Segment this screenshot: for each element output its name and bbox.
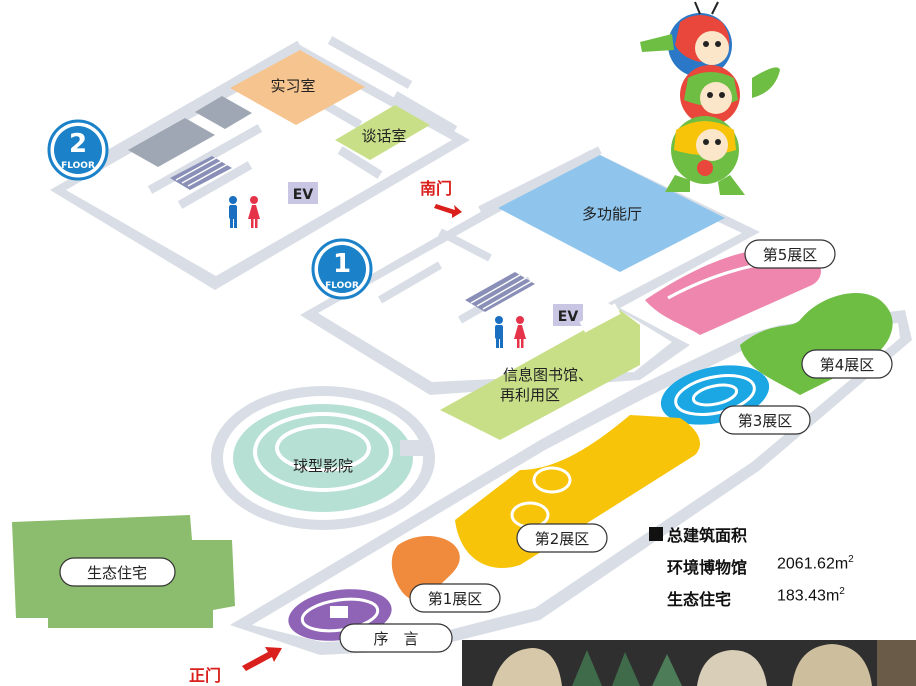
svg-text:第1展区: 第1展区 xyxy=(428,590,483,608)
stats-row-unit-sup: 2 xyxy=(839,586,845,597)
floor2-floor xyxy=(66,56,452,276)
preface-tag: 序 言 xyxy=(339,623,453,653)
eco-house-label: 生态住宅 xyxy=(87,564,147,582)
area-statistics: 总建筑面积 环境博物馆 2061.62m2 生态住宅 183.43m2 xyxy=(649,522,854,610)
library-label-line1: 信息图书馆、 xyxy=(503,366,593,384)
exhibit-zone-4 xyxy=(740,292,893,395)
multi-function-hall xyxy=(498,155,725,272)
floor1-badge-number: 1 xyxy=(333,249,351,279)
floor1-badge-word: FLOOR xyxy=(325,281,359,291)
floor1-restroom-icon xyxy=(495,316,526,348)
floor2-badge-number: 2 xyxy=(69,129,87,159)
floor1-stairs xyxy=(465,272,535,312)
main-gate-label: 正门 xyxy=(189,666,221,685)
svg-text:序 言: 序 言 xyxy=(373,630,418,648)
floor2-ev-label: EV xyxy=(293,187,314,203)
mascot-illustration xyxy=(640,1,780,195)
talk-room xyxy=(335,105,430,160)
stats-row-value: 183.43m xyxy=(777,587,840,605)
floor2-restroom-icon xyxy=(229,196,260,228)
floor2-badge: 2 FLOOR xyxy=(47,119,109,181)
main-gate-arrow-icon xyxy=(242,647,282,671)
dome-theater xyxy=(211,386,435,530)
floor2-badge-word: FLOOR xyxy=(61,161,95,171)
floor1-badge: 1 FLOOR xyxy=(311,238,373,300)
svg-text:第5展区: 第5展区 xyxy=(763,246,818,264)
stats-heading-text: 总建筑面积 xyxy=(667,526,748,545)
exhibit-photo xyxy=(462,640,916,686)
stats-heading: 总建筑面积 xyxy=(649,522,854,546)
talk-room-label: 谈话室 xyxy=(361,127,406,145)
practice-room-label: 实习室 xyxy=(270,77,315,95)
svg-text:第2展区: 第2展区 xyxy=(535,530,590,548)
practice-room xyxy=(230,50,365,125)
south-gate-label: 南门 xyxy=(420,179,452,198)
exhibit-4-tag: 第4展区 xyxy=(801,349,893,379)
floor1-elevator xyxy=(553,304,583,326)
south-gate-arrow-icon xyxy=(434,204,462,218)
exhibit-zone-1 xyxy=(391,535,460,601)
library-label-line2: 再利用区 xyxy=(500,386,560,404)
floor1-building: 多功能厅 EV 信息图书馆、 再利用区 xyxy=(211,146,912,655)
exhibit-5-tag: 第5展区 xyxy=(744,239,836,269)
floor2-storage-1 xyxy=(128,118,215,167)
south-gate: 南门 xyxy=(420,179,462,218)
exhibit-3-tag: 第3展区 xyxy=(719,405,811,435)
svg-text:第4展区: 第4展区 xyxy=(820,356,875,374)
svg-text:第3展区: 第3展区 xyxy=(738,412,793,430)
stats-row-value: 2061.62m xyxy=(777,555,849,573)
floor1-ev-label: EV xyxy=(558,309,579,325)
leaf-icon xyxy=(752,67,780,98)
floor2-elevator xyxy=(288,182,318,204)
exhibit-zone-5 xyxy=(645,247,821,335)
stats-row-unit-sup: 2 xyxy=(848,554,854,565)
dome-theater-label: 球型影院 xyxy=(293,457,353,475)
trumpet-icon xyxy=(640,34,674,52)
floor2-building: 实习室 谈话室 EV xyxy=(50,36,470,290)
main-gate: 正门 xyxy=(189,647,282,685)
stats-row-museum: 环境博物馆 2061.62m2 xyxy=(649,554,854,578)
stats-row-eco-house: 生态住宅 183.43m2 xyxy=(649,586,854,610)
multi-hall-label: 多功能厅 xyxy=(582,205,642,223)
exhibit-2-tag: 第2展区 xyxy=(516,523,608,553)
library-recycling-area xyxy=(440,310,640,440)
stats-row-name: 环境博物馆 xyxy=(667,558,748,577)
square-bullet-icon xyxy=(649,527,663,541)
floor2-stairs xyxy=(170,156,232,190)
floor2-storage-2 xyxy=(195,96,252,129)
eco-house: 生态住宅 xyxy=(12,515,235,628)
exhibit-1-tag: 第1展区 xyxy=(409,583,501,613)
stats-row-name: 生态住宅 xyxy=(667,590,732,609)
